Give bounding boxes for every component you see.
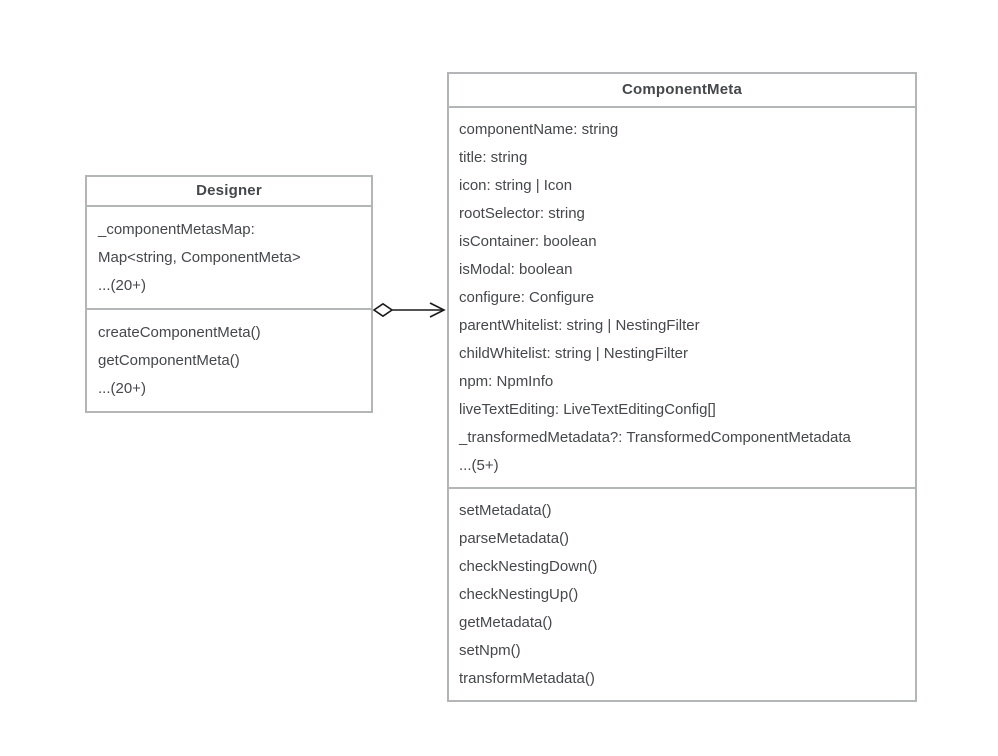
- attribute-row: isContainer: boolean: [459, 233, 597, 250]
- attribute-row: _transformedMetadata?: TransformedCompon…: [459, 429, 851, 446]
- attribute-row: icon: string | Icon: [459, 177, 573, 194]
- method-row: ...(20+): [98, 380, 146, 397]
- attribute-row: ...(5+): [459, 457, 499, 474]
- attribute-row: parentWhitelist: string | NestingFilter: [459, 317, 700, 334]
- method-row: createComponentMeta(): [98, 324, 261, 341]
- attribute-row: configure: Configure: [459, 289, 595, 306]
- method-row: setNpm(): [459, 642, 521, 659]
- method-row: setMetadata(): [459, 502, 552, 519]
- aggregation-diamond-icon: [372, 302, 394, 318]
- method-row: checkNestingUp(): [459, 586, 579, 603]
- method-row: getMetadata(): [459, 614, 553, 631]
- attribute-row: rootSelector: string: [459, 205, 585, 222]
- method-row: checkNestingDown(): [459, 558, 598, 575]
- attribute-row: ...(20+): [98, 277, 146, 294]
- attribute-row: liveTextEditing: LiveTextEditingConfig[]: [459, 401, 716, 418]
- method-row: getComponentMeta(): [98, 352, 240, 369]
- attribute-row: childWhitelist: string | NestingFilter: [459, 345, 688, 362]
- class-box-componentmeta[interactable]: ComponentMeta componentName: string title…: [447, 72, 917, 702]
- class-box-designer[interactable]: Designer _componentMetasMap: Map<string, …: [85, 175, 373, 413]
- method-row: transformMetadata(): [459, 670, 595, 687]
- designer-attributes-section: _componentMetasMap: Map<string, Component…: [87, 205, 371, 308]
- attribute-row: Map<string, ComponentMeta>: [98, 249, 301, 266]
- attribute-row: componentName: string: [459, 121, 619, 138]
- attribute-row: npm: NpmInfo: [459, 373, 554, 390]
- componentmeta-methods-section: setMetadata() parseMetadata() checkNesting…: [449, 487, 915, 700]
- arrow-head-icon: [429, 302, 446, 318]
- designer-methods-section: createComponentMeta() getComponentMeta().…: [87, 308, 371, 411]
- class-title-designer: Designer: [196, 182, 262, 199]
- attribute-row: isModal: boolean: [459, 261, 573, 278]
- componentmeta-attributes-section: componentName: string title: string icon: …: [449, 106, 915, 487]
- attribute-row: _componentMetasMap:: [98, 221, 255, 238]
- attribute-row: title: string: [459, 149, 528, 166]
- class-title-componentmeta: ComponentMeta: [621, 81, 743, 98]
- method-row: parseMetadata(): [459, 530, 570, 547]
